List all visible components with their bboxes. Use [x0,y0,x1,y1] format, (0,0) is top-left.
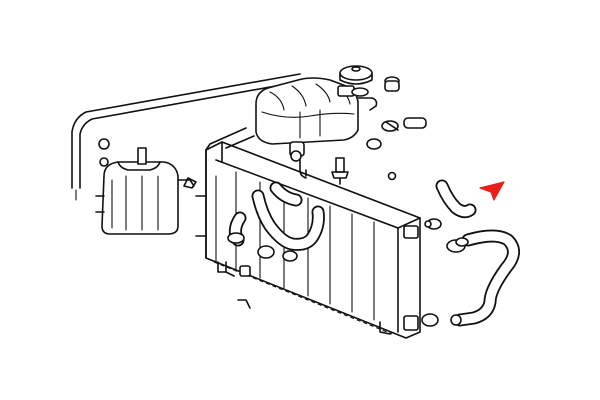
overflow-line [71,73,301,201]
lower-radiator-hose [421,229,520,327]
expansion-tank-cap [339,65,373,85]
bypass-hose [205,127,307,179]
hose-clamp [351,76,427,181]
upper-radiator-hose [227,181,325,262]
drain-plug [217,261,251,309]
arrow-pointer-icon [479,181,505,201]
reservoir-tank [95,138,197,235]
temperature-sensor [331,157,349,185]
bypass-hose [424,179,477,230]
